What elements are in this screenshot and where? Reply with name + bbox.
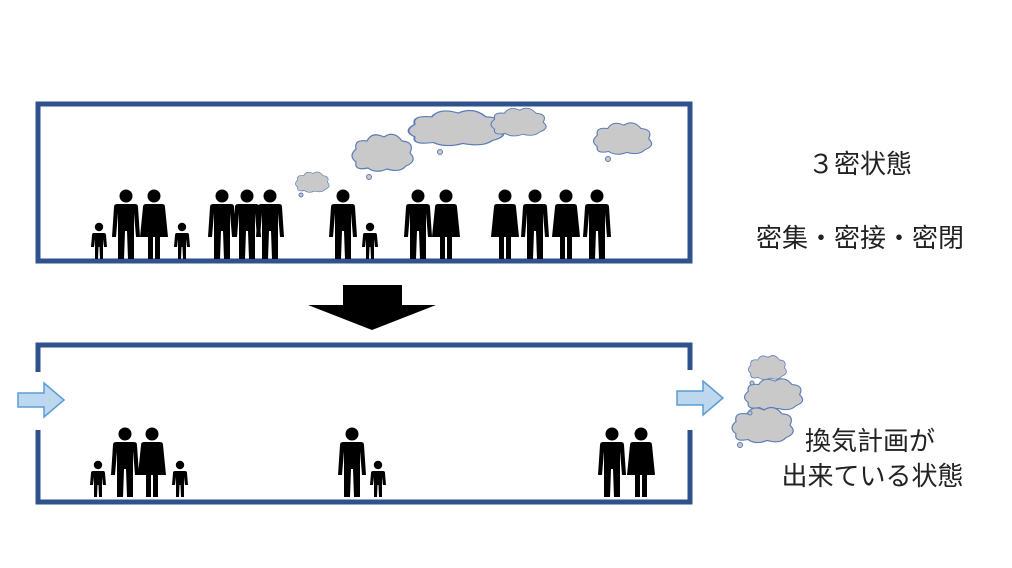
outside-cloud-tail-dots xyxy=(737,380,755,448)
person-icon xyxy=(112,189,140,259)
airflow-in-arrow-icon xyxy=(17,382,65,418)
person-icon xyxy=(172,460,188,497)
person-icon xyxy=(491,189,519,259)
crowded-people-group xyxy=(91,189,611,259)
virus-cloud-icon xyxy=(490,107,547,137)
airflow-out-arrow-icon xyxy=(676,380,724,416)
airflow-arrows xyxy=(17,380,724,418)
person-icon xyxy=(338,427,366,497)
three-c-items: 密集・密接・密閉 xyxy=(755,224,964,254)
ventilation-label-line1: 換気計画が xyxy=(804,427,935,457)
person-icon xyxy=(370,460,386,497)
person-icon xyxy=(90,460,106,497)
person-icon xyxy=(208,189,236,259)
virus-cloud-icon xyxy=(592,122,653,155)
person-icon xyxy=(627,427,655,497)
ventilation-label-line2: 出来ている状態 xyxy=(781,462,964,492)
person-icon xyxy=(233,189,261,259)
person-icon xyxy=(329,189,357,259)
person-icon xyxy=(598,427,626,497)
person-icon xyxy=(362,222,378,259)
person-icon xyxy=(432,189,460,259)
ventilated-people-group xyxy=(90,427,655,497)
person-icon xyxy=(404,189,432,259)
crowded-clouds-group xyxy=(295,107,653,193)
person-icon xyxy=(521,189,549,259)
virus-cloud-icon xyxy=(407,109,505,147)
three-c-title: ３密状態 xyxy=(807,150,912,180)
virus-cloud-icon xyxy=(748,355,787,381)
cloud-tail-dots xyxy=(298,149,611,198)
person-icon xyxy=(174,222,190,259)
person-icon xyxy=(111,427,139,497)
ventilated-room-box xyxy=(35,342,693,505)
virus-cloud-icon xyxy=(295,171,330,193)
person-icon xyxy=(140,189,168,259)
person-icon xyxy=(552,189,580,259)
person-icon xyxy=(583,189,611,259)
crowded-room-box xyxy=(35,101,693,264)
person-icon xyxy=(256,189,284,259)
down-arrow-icon xyxy=(308,285,436,330)
person-icon xyxy=(138,427,166,497)
person-icon xyxy=(91,222,107,259)
virus-cloud-icon xyxy=(351,133,414,172)
